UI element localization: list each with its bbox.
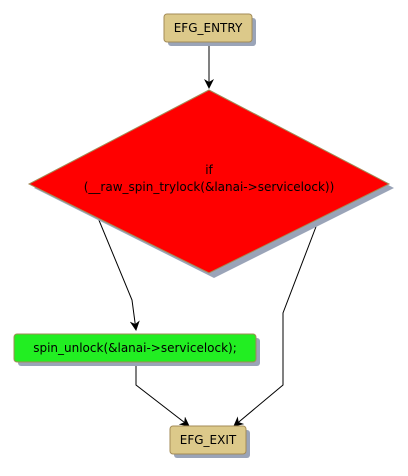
node-box — [163, 13, 253, 43]
edges — [95, 45, 323, 427]
condition-expression: (__raw_spin_trylock(&lanai->servicelock)… — [84, 180, 335, 194]
node-spin-unlock: spin_unlock(&lanai->servicelock); — [13, 333, 260, 366]
node-efg-exit: EFG_EXIT — [169, 425, 250, 458]
node-label: EFG_ENTRY — [174, 21, 243, 35]
edge-condition-to-exit — [233, 210, 323, 427]
node-box — [13, 333, 257, 363]
node-efg-entry: EFG_ENTRY — [163, 13, 256, 46]
node-label: spin_unlock(&lanai->servicelock); — [33, 341, 237, 355]
node-condition: if (__raw_spin_trylock(&lanai->servicelo… — [27, 89, 394, 278]
condition-keyword: if — [205, 163, 213, 177]
node-box — [169, 425, 247, 455]
edge-unlock-to-exit — [135, 365, 190, 427]
diamond-shape — [27, 89, 391, 274]
node-label: EFG_EXIT — [180, 433, 237, 447]
edge-condition-to-unlock — [95, 212, 140, 331]
